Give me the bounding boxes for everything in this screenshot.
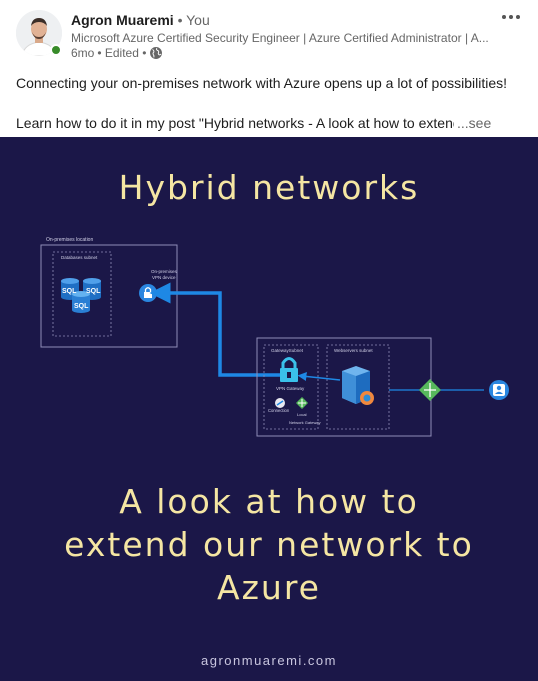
more-dots-icon (502, 15, 506, 19)
user-icon (489, 380, 509, 400)
vpn-device-label: On-premises (151, 269, 178, 274)
connection-arrow (149, 282, 280, 377)
web-subnet-label: Webservers subnet (334, 348, 373, 353)
post-text-truncated: Learn how to do it in my post "Hybrid ne… (16, 115, 454, 131)
webservers-icon (342, 366, 374, 405)
author-headline: Microsoft Azure Certified Security Engin… (71, 31, 489, 45)
image-url: agronmuaremi.com (201, 653, 337, 668)
load-balancer-icon (419, 379, 441, 401)
more-dots-icon (509, 15, 513, 19)
post-meta: 6mo • Edited • (71, 46, 163, 60)
image-subtitle-line: extend our network to (64, 525, 474, 564)
db-subnet-label: Databases subnet (61, 255, 98, 260)
vpn-device-label: VPN device (152, 275, 176, 280)
more-dots-icon (516, 15, 520, 19)
online-status-indicator (50, 44, 62, 56)
avatar-portrait-icon (16, 10, 62, 56)
author-line: Agron Muaremi • You (71, 12, 210, 28)
web-to-gateway-arrow (297, 371, 341, 381)
lock-icon (139, 284, 157, 302)
connection-degree: • You (177, 12, 210, 28)
image-subtitle-line: Azure (217, 568, 321, 607)
onprem-box (40, 244, 178, 348)
post-header: Agron Muaremi • You Microsoft Azure Cert… (0, 0, 538, 66)
sql-label: SQL (62, 288, 77, 295)
post-text-line-2: Learn how to do it in my post "Hybrid ne… (16, 113, 524, 153)
image-subtitle-line: A look at how to (119, 482, 419, 521)
db-subnet-box (52, 251, 112, 337)
vpn-gateway-lock-icon (280, 357, 298, 382)
post-text-line: Connecting your on-premises network with… (16, 75, 508, 91)
post-image[interactable] (0, 137, 538, 681)
sql-label: SQL (74, 303, 89, 310)
connection-label: Connection (268, 408, 290, 413)
more-options-button[interactable] (498, 8, 524, 26)
globe-icon (149, 46, 163, 60)
sql-database-icon: SQL SQL SQL (61, 278, 101, 313)
avatar[interactable] (16, 10, 62, 56)
edited-label: • Edited • (97, 46, 147, 60)
gateway-subnet-box (263, 344, 319, 430)
sql-label: SQL (86, 288, 101, 295)
post-text: Connecting your on-premises network with… (16, 73, 524, 153)
post-age: 6mo (71, 46, 95, 60)
onprem-label: On-premises location (46, 237, 93, 243)
web-subnet-box (326, 344, 390, 430)
network-diagram: On-premises location Databases subnet SQ… (40, 237, 509, 437)
image-subtitle: A look at how to extend our network to A… (0, 480, 538, 609)
network-gateway-label: Network Gateway (289, 420, 321, 425)
local-label: Local (297, 412, 307, 417)
vpn-gateway-label: VPN Gateway (276, 386, 305, 391)
gateway-subnet-label: GatewaySubnet (271, 348, 304, 353)
image-title: Hybrid networks (118, 168, 420, 207)
connection-icon (275, 398, 285, 408)
local-network-gateway-icon (296, 397, 308, 409)
author-name[interactable]: Agron Muaremi (71, 12, 174, 28)
